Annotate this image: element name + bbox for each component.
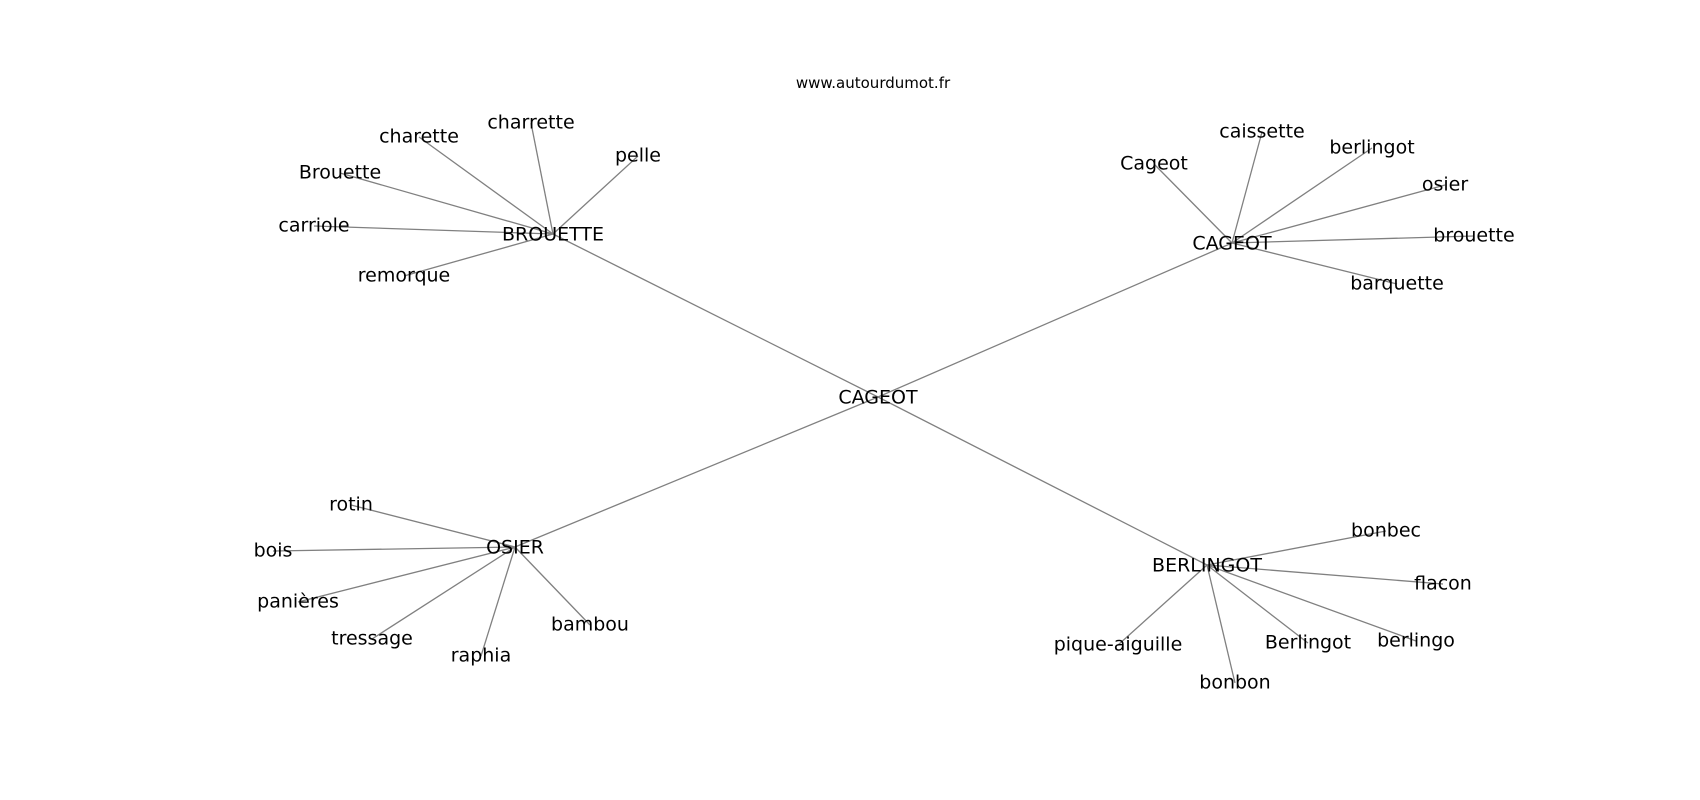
leaf-word-label: brouette <box>1433 225 1514 247</box>
edge-hub-to-leaf <box>1231 184 1446 244</box>
leaf-word-label: charrette <box>487 112 574 134</box>
leaf-word-label: Brouette <box>299 162 381 184</box>
edge-hub-to-leaf <box>1206 530 1387 566</box>
leaf-word-label: bonbec <box>1351 520 1421 542</box>
edge-hub-to-leaf <box>297 546 516 603</box>
leaf-word-label: tressage <box>331 628 413 650</box>
edge-hub-to-leaf <box>272 546 516 552</box>
edge-hub-to-leaf <box>418 136 554 235</box>
edge-hub-to-leaf <box>1231 242 1398 285</box>
leaf-word-label: Cageot <box>1120 153 1188 175</box>
edge-hub-to-leaf <box>313 225 554 235</box>
edge-hub-to-leaf <box>1206 564 1444 585</box>
leaf-word-label: flacon <box>1414 573 1472 595</box>
edge-center-to-hub <box>514 396 879 548</box>
leaf-word-label: berlingot <box>1329 137 1414 159</box>
edge-hub-to-leaf <box>339 172 554 235</box>
leaf-word-label: remorque <box>358 265 451 287</box>
leaf-word-label: bambou <box>551 614 629 636</box>
edge-hub-to-leaf <box>514 546 591 626</box>
hub-word-label: BERLINGOT <box>1152 555 1262 577</box>
source-label: www.autourdumot.fr <box>796 74 951 92</box>
leaf-word-label: pelle <box>615 145 661 167</box>
hub-word-label: BROUETTE <box>502 224 604 246</box>
edge-hub-to-leaf <box>1206 564 1236 684</box>
edge-center-to-hub <box>552 233 879 398</box>
leaf-word-label: panières <box>257 591 339 613</box>
leaf-word-label: osier <box>1422 174 1468 196</box>
edge-hub-to-leaf <box>552 155 639 235</box>
edge-hub-to-leaf <box>1206 564 1417 642</box>
edge-hub-to-leaf <box>530 122 554 235</box>
center-word-label: CAGEOT <box>838 387 918 409</box>
edge-hub-to-leaf <box>480 546 516 657</box>
edge-hub-to-leaf <box>1206 564 1309 644</box>
edge-hub-to-leaf <box>1231 131 1263 244</box>
leaf-word-label: caissette <box>1219 121 1304 143</box>
word-labels: CAGEOT BROUETTE charrette charette pelleBrou… <box>254 112 1515 694</box>
edge-hub-to-leaf <box>350 504 516 548</box>
leaf-word-label: berlingo <box>1377 630 1455 652</box>
edge-center-to-hub <box>877 242 1233 398</box>
edge-hub-to-leaf <box>1231 235 1475 244</box>
leaf-word-label: Berlingot <box>1265 632 1351 654</box>
edge-hub-to-leaf <box>1117 564 1208 646</box>
leaf-word-label: carriole <box>278 215 349 237</box>
leaf-word-label: bonbon <box>1199 672 1270 694</box>
edge-hub-to-leaf <box>371 546 516 640</box>
edge-hub-to-leaf <box>1153 163 1233 244</box>
leaf-word-label: pique-aiguille <box>1054 634 1183 656</box>
edges <box>272 122 1475 684</box>
leaf-word-label: charette <box>379 126 459 148</box>
edge-hub-to-leaf <box>1231 147 1373 244</box>
leaf-word-label: raphia <box>451 645 511 667</box>
leaf-word-label: barquette <box>1350 273 1444 295</box>
edge-center-to-hub <box>877 396 1208 566</box>
leaf-word-label: rotin <box>329 494 373 516</box>
leaf-word-label: bois <box>254 540 293 562</box>
hub-word-label: CAGEOT <box>1192 233 1272 255</box>
hub-word-label: OSIER <box>486 537 544 559</box>
edge-hub-to-leaf <box>403 233 554 277</box>
